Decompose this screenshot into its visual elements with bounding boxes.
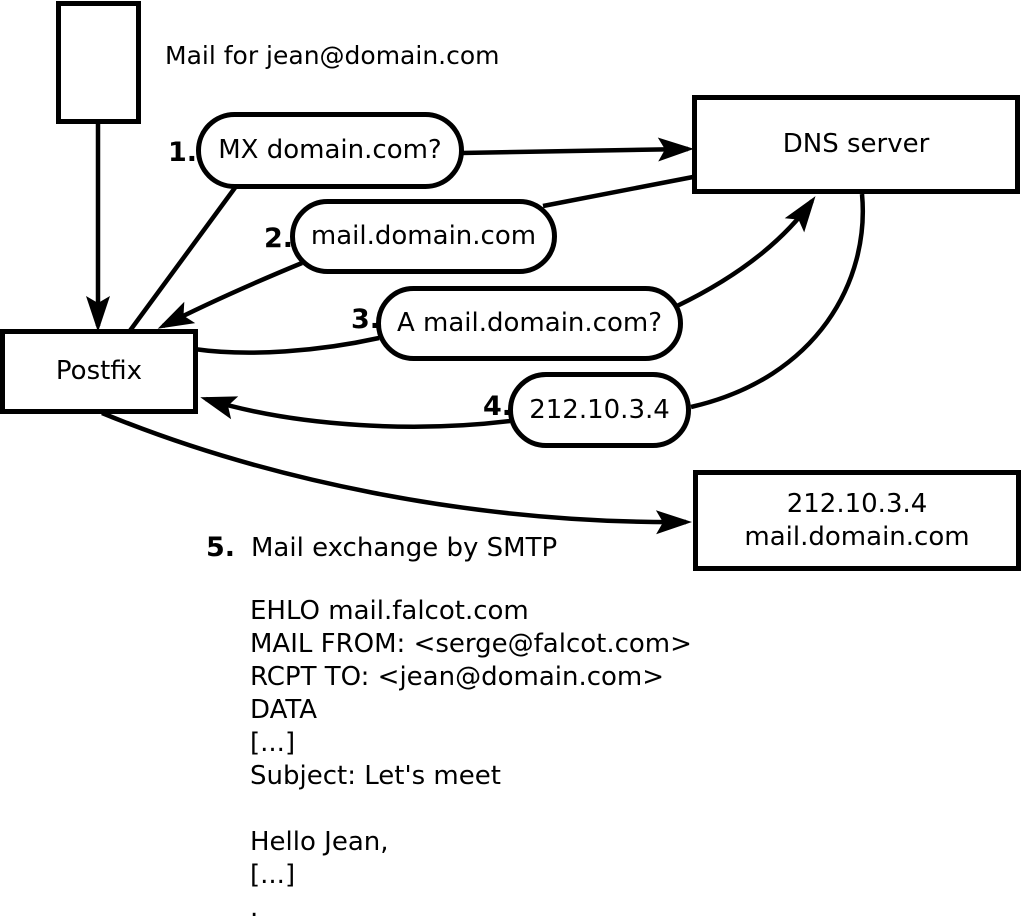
arrow-mx-answer-to-postfix bbox=[157, 260, 303, 329]
mail-server-ip: 212.10.3.4 bbox=[786, 488, 928, 519]
smtp-line: Subject: Let's meet bbox=[250, 761, 501, 791]
step-5-label: Mail exchange by SMTP bbox=[251, 533, 558, 563]
smtp-line: DATA bbox=[250, 695, 317, 725]
line-dns-to-a-answer bbox=[690, 193, 866, 410]
a-query-pill: A mail.domain.com? bbox=[376, 286, 683, 361]
smtp-line: [...] bbox=[250, 728, 296, 758]
step-4-number: 4. bbox=[483, 391, 513, 422]
smtp-line: Hello Jean, bbox=[250, 827, 389, 857]
dns-server-box: DNS server bbox=[692, 95, 1020, 194]
a-answer-label: 212.10.3.4 bbox=[529, 394, 670, 425]
arrow-a-query-to-dns bbox=[676, 196, 816, 309]
line-postfix-to-a-query bbox=[193, 335, 380, 355]
mail-note-label: Mail for jean@domain.com bbox=[165, 41, 500, 70]
postfix-label: Postfix bbox=[55, 356, 143, 386]
smtp-line: RCPT TO: <jean@domain.com> bbox=[250, 662, 665, 692]
step-5-number: 5. bbox=[206, 532, 236, 563]
mx-answer-pill: mail.domain.com bbox=[290, 199, 557, 274]
mx-query-pill: MX domain.com? bbox=[196, 112, 464, 189]
smtp-line: . bbox=[250, 893, 259, 919]
step-3-number: 3. bbox=[351, 304, 381, 335]
envelope-icon bbox=[56, 1, 141, 124]
step-2-number: 2. bbox=[264, 223, 294, 254]
mx-query-label: MX domain.com? bbox=[218, 135, 442, 165]
arrow-postfix-to-mail-server bbox=[101, 410, 692, 535]
smtp-line: [...] bbox=[250, 860, 296, 890]
arrow-mx-query-to-dns bbox=[460, 137, 694, 162]
smtp-line: EHLO mail.falcot.com bbox=[250, 596, 529, 626]
dns-server-label: DNS server bbox=[782, 129, 930, 159]
postfix-box: Postfix bbox=[0, 329, 198, 414]
arrow-a-answer-to-postfix bbox=[200, 396, 511, 429]
mx-answer-label: mail.domain.com bbox=[310, 221, 537, 251]
step-1-number: 1. bbox=[168, 137, 198, 168]
mail-server-box: 212.10.3.4 mail.domain.com bbox=[693, 470, 1021, 571]
a-query-label: A mail.domain.com? bbox=[397, 308, 662, 338]
smtp-line: MAIL FROM: <serge@falcot.com> bbox=[250, 629, 692, 659]
line-dns-to-mx-answer bbox=[542, 174, 694, 209]
a-answer-pill: 212.10.3.4 bbox=[508, 372, 691, 448]
smtp-line bbox=[250, 793, 692, 826]
smtp-session-text: EHLO mail.falcot.com MAIL FROM: <serge@f… bbox=[250, 595, 692, 919]
mail-server-hostname: mail.domain.com bbox=[744, 521, 970, 552]
line-postfix-to-mx-query bbox=[127, 183, 239, 334]
